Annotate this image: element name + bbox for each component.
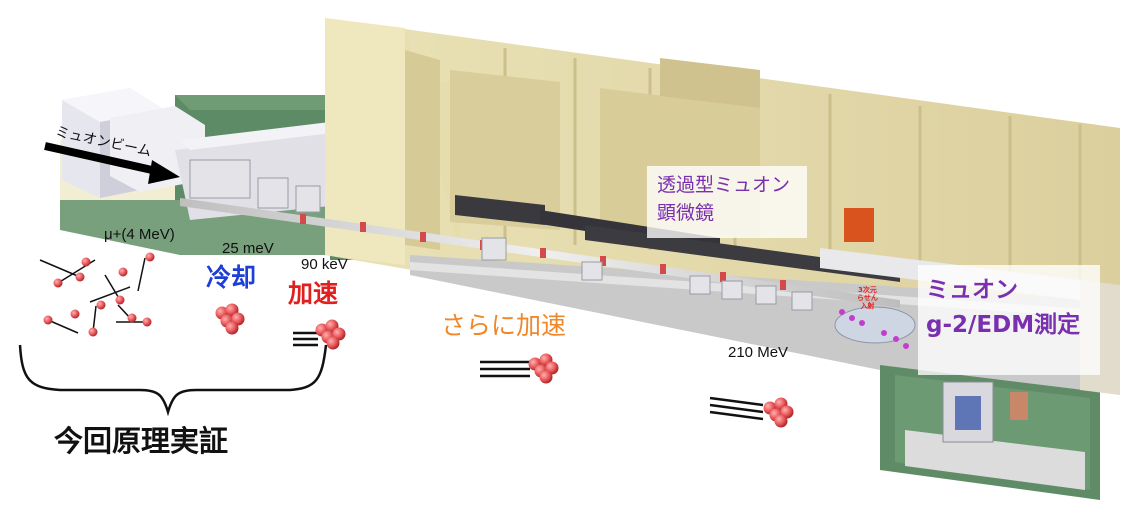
microscope-label-line1: 透過型ミュオン — [657, 174, 791, 196]
helical-injection-ring — [834, 306, 916, 349]
scattered-muons — [39, 252, 155, 337]
experiment-label-line1: ミュオン — [926, 277, 1018, 303]
muon-cluster-icon — [215, 303, 245, 335]
microscope-label-line2: 顕微鏡 — [657, 202, 715, 224]
energy-final-label: 210 MeV — [728, 344, 789, 361]
injection-label-line1: 3次元 — [858, 286, 877, 294]
experiment-label-line2: g-2/EDM測定 — [926, 312, 1081, 338]
injection-label-line2: らせん — [857, 294, 878, 303]
accelerated-cluster-90kev — [293, 319, 346, 350]
accelerated-cluster-more — [480, 353, 559, 384]
door — [844, 208, 874, 242]
energy-cool-label: 25 meV — [222, 240, 274, 257]
arrow-right-icon — [148, 160, 180, 184]
demo-brace — [18, 344, 328, 417]
muon-particle-icon — [75, 272, 85, 282]
experiment-label-box: ミュオン g-2/EDM測定 — [918, 265, 1100, 375]
stage-cool-label: 冷却 — [206, 263, 257, 292]
injection-label: 3次元 らせん 入射 — [857, 286, 878, 310]
energy-accel-label: 90 keV — [301, 256, 348, 273]
energy-initial-label: μ+(4 MeV) — [104, 226, 175, 243]
experiment-pit — [880, 280, 1120, 500]
demo-label: 今回原理実証 — [54, 424, 229, 458]
accelerated-cluster-210mev — [709, 396, 794, 428]
stage-more-accel-label: さらに加速 — [441, 311, 567, 340]
injection-label-line3: 入射 — [860, 302, 875, 311]
stage-accel-label: 加速 — [288, 279, 339, 308]
microscope-label-box: 透過型ミュオン 顕微鏡 — [647, 166, 807, 238]
beam-arrow — [44, 142, 180, 184]
